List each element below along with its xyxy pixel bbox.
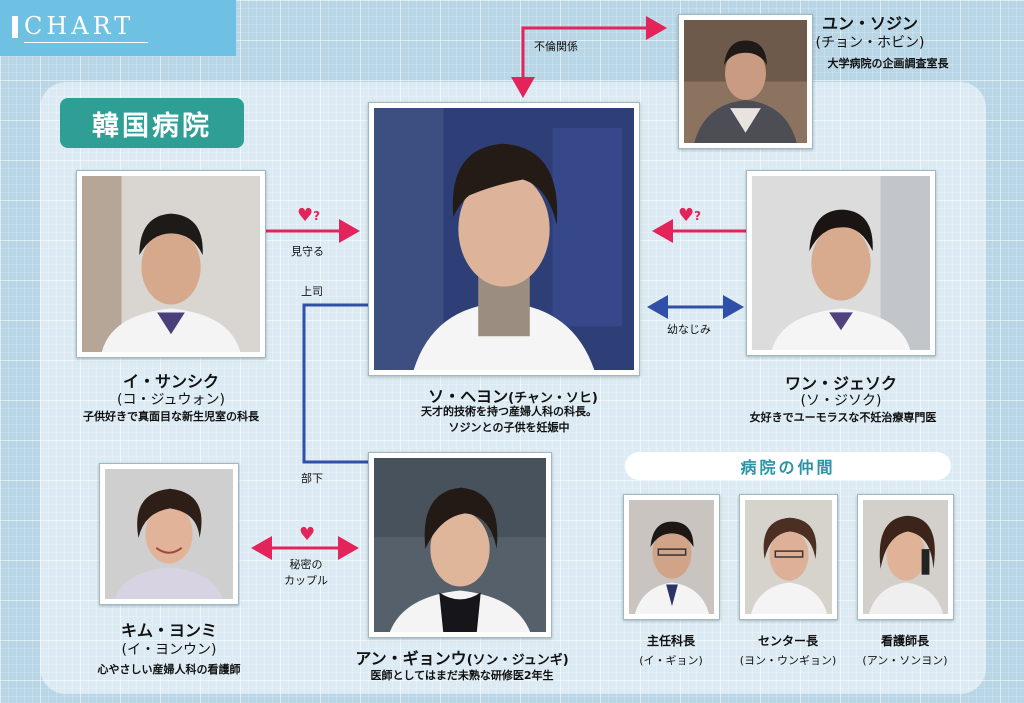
colleague-3-actor: (アン・ソンヨン) <box>862 654 948 667</box>
so-desc-2: ソジンとの子供を妊娠中 <box>448 421 570 434</box>
wang-desc: 女好きでユーモラスな不妊治療専門医 <box>749 411 937 424</box>
colleague-3-title: 看護師長 <box>880 634 930 648</box>
photo-colleague-1 <box>623 494 720 620</box>
chart-title: CHART <box>24 12 135 40</box>
colleague-1-title: 主任科長 <box>646 634 696 648</box>
boss-label: 上司 <box>301 285 323 298</box>
secret-label-1: 秘密の <box>289 558 323 571</box>
photo-wang <box>746 170 936 356</box>
colleagues-label: 病院の仲間 <box>625 452 951 480</box>
secret-label-2: カップル <box>284 574 328 587</box>
heart-glyph: ♥ <box>678 205 695 226</box>
heart-question-icon: ♥? <box>297 207 320 225</box>
so-actor: (チャン・ソヒ) <box>508 391 598 406</box>
photo-colleague-3 <box>857 494 954 620</box>
question-glyph: ? <box>313 209 321 223</box>
an-actor: (ソン・ジュンギ) <box>466 653 569 668</box>
watch-label: 見守る <box>291 245 324 258</box>
heart-question-icon: ♥? <box>678 207 701 225</box>
an-name-text: アン・ギョンウ <box>355 649 467 668</box>
colleague-2-actor: (ヨン・ウンギョン) <box>739 654 837 667</box>
secret-couple-label: 秘密のカップル <box>284 556 328 588</box>
kim-desc: 心やさしい産婦人科の看護師 <box>97 663 241 676</box>
kim-name: キム・ヨンミ <box>120 621 218 640</box>
so-name: ソ・ヘヨン(チャン・ソヒ) <box>428 383 598 407</box>
photo-lee <box>76 170 266 358</box>
colleague-1-actor: (イ・ギョン) <box>639 654 703 667</box>
heart-glyph: ♥ <box>297 205 314 226</box>
photo-yun <box>678 14 813 149</box>
photo-so <box>368 102 640 376</box>
chart-header: CHART <box>0 0 236 56</box>
kim-actor: (イ・ヨンウン) <box>121 642 217 658</box>
photo-an <box>368 452 552 638</box>
childhood-label: 幼なじみ <box>667 323 711 336</box>
heart-icon: ♥ <box>299 524 316 545</box>
colleague-2-title: センター長 <box>757 634 819 648</box>
yun-desc: 大学病院の企画調査室長 <box>827 57 949 70</box>
yun-actor: (チョン・ホビン) <box>815 35 925 51</box>
wang-actor: (ソ・ジソク) <box>800 393 882 409</box>
so-name-text: ソ・ヘヨン <box>428 387 509 406</box>
so-desc-1: 天才的技術を持つ産婦人科の科長。 <box>421 405 597 418</box>
an-desc: 医師としてはまだ未熟な研修医2年生 <box>370 669 554 682</box>
wang-name: ワン・ジェソク <box>784 374 898 393</box>
hospital-label: 韓国病院 <box>60 98 244 148</box>
yun-name: ユン・ソジン <box>821 14 919 33</box>
lee-name: イ・サンシク <box>122 372 220 391</box>
lee-actor: (コ・ジュウォン) <box>117 392 225 408</box>
lee-desc: 子供好きで真面目な新生児室の科長 <box>83 410 259 423</box>
question-glyph: ? <box>694 209 702 223</box>
affair-label: 不倫関係 <box>534 40 578 53</box>
photo-kim <box>99 463 239 605</box>
photo-colleague-2 <box>739 494 838 620</box>
header-underline <box>24 42 148 43</box>
header-mark <box>12 16 18 38</box>
an-name: アン・ギョンウ(ソン・ジュンギ) <box>355 645 568 669</box>
subordinate-label: 部下 <box>301 472 323 485</box>
